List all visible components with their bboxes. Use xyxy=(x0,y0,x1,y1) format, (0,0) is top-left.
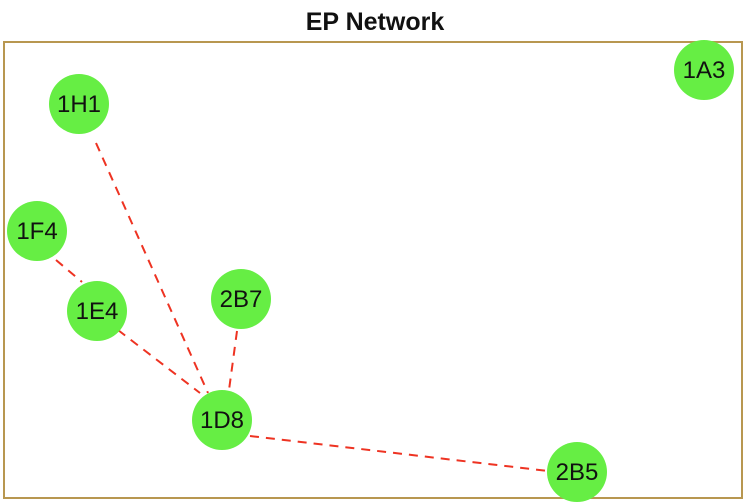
node-circle[interactable] xyxy=(7,201,67,261)
node-2b5[interactable]: 2B5 xyxy=(547,442,607,502)
edge-1d8-2b5 xyxy=(249,435,549,472)
node-circle[interactable] xyxy=(547,442,607,502)
node-circle[interactable] xyxy=(49,74,109,134)
node-label: 1H1 xyxy=(57,91,101,118)
diagram-frame xyxy=(3,41,743,499)
node-label: 1F4 xyxy=(16,218,57,245)
node-1a3[interactable]: 1A3 xyxy=(674,40,734,100)
nodes-layer: 1A3 1H1 1F4 1E4 2B7 1D8 2B5 xyxy=(7,40,734,502)
node-1h1[interactable]: 1H1 xyxy=(49,74,109,134)
node-1f4[interactable]: 1F4 xyxy=(7,201,67,261)
edge-1h1-1d8 xyxy=(95,142,209,394)
edge-1e4-1d8 xyxy=(117,329,201,394)
edge-2b7-1d8 xyxy=(228,330,238,391)
edges-layer xyxy=(55,142,549,472)
node-label: 1E4 xyxy=(76,298,119,325)
node-circle[interactable] xyxy=(211,269,271,329)
node-label: 2B5 xyxy=(556,459,599,486)
node-circle[interactable] xyxy=(674,40,734,100)
node-circle[interactable] xyxy=(67,281,127,341)
node-circle[interactable] xyxy=(192,390,252,450)
node-1d8[interactable]: 1D8 xyxy=(192,390,252,450)
node-2b7[interactable]: 2B7 xyxy=(211,269,271,329)
node-label: 1A3 xyxy=(683,57,726,84)
node-label: 2B7 xyxy=(220,286,263,313)
diagram-title: EP Network xyxy=(305,8,445,36)
edge-1f4-1e4 xyxy=(55,259,83,283)
node-label: 1D8 xyxy=(200,407,244,434)
node-1e4[interactable]: 1E4 xyxy=(67,281,127,341)
